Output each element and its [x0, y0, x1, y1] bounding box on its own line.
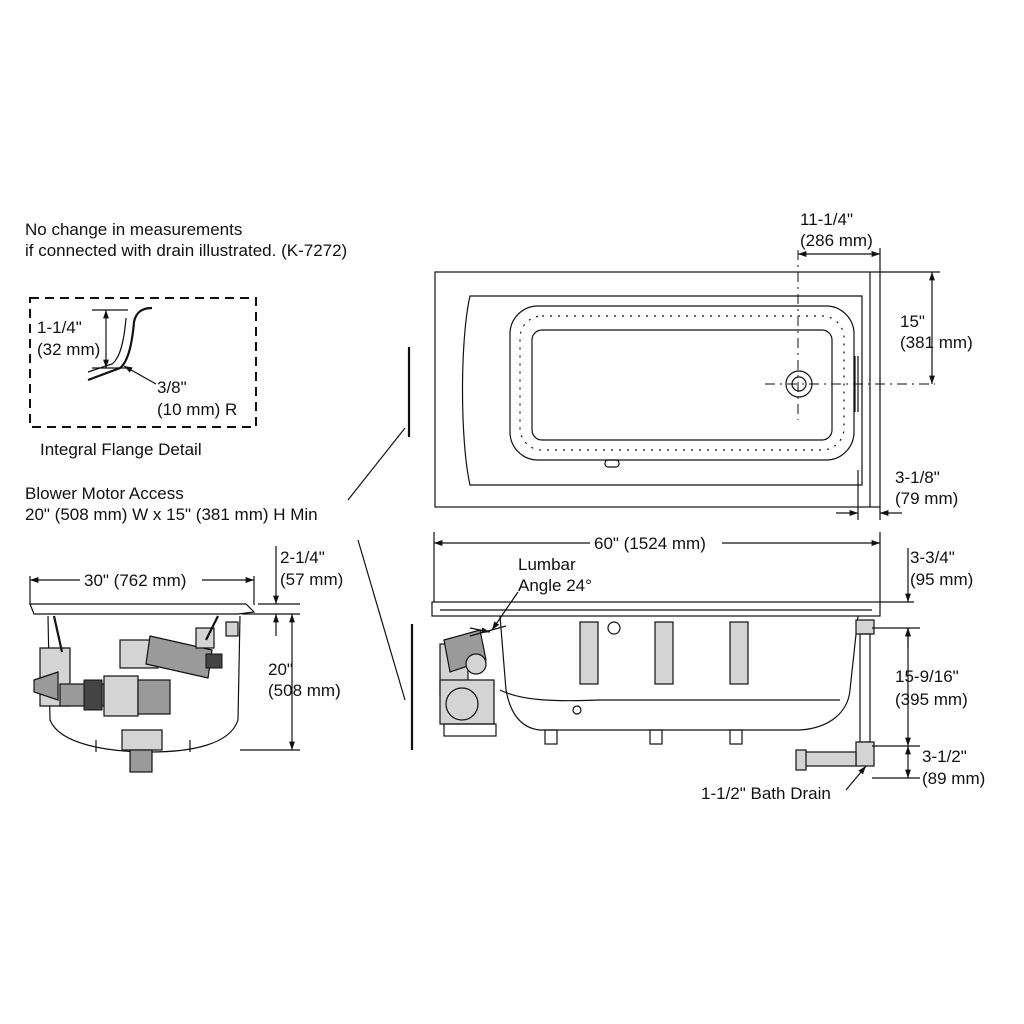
access-leader-upper — [347, 427, 406, 501]
plan-view-drawing — [407, 248, 940, 520]
deck-width-mm: (79 mm) — [895, 489, 959, 508]
side-view-drawing — [410, 532, 920, 791]
blower-access-line1: Blower Motor Access — [25, 484, 184, 503]
side-rim-in: 3-3/4" — [910, 548, 955, 567]
drain-from-end-in: 15" — [900, 312, 925, 331]
side-rim-mm: (95 mm) — [910, 570, 974, 589]
lumbar-line2: Angle 24° — [518, 576, 592, 595]
rim-depth-in: 2-1/4" — [280, 548, 325, 567]
drain-height-in: 3-1/2" — [922, 747, 967, 766]
flange-radius-in: 3/8" — [157, 378, 187, 397]
height-in: 20" — [268, 660, 293, 679]
flange-detail-drawing — [29, 297, 257, 428]
overflow-in: 15-9/16" — [895, 667, 959, 686]
flange-height-in: 1-1/4" — [37, 318, 82, 337]
access-leader-lower — [357, 539, 406, 701]
flange-radius-mm: (10 mm) R — [157, 400, 238, 419]
blower-access-line2: 20" (508 mm) W x 15" (381 mm) H Min — [25, 505, 318, 524]
drain-from-end-mm: (381 mm) — [900, 333, 973, 352]
drain-height-mm: (89 mm) — [922, 769, 986, 788]
rim-depth-mm: (57 mm) — [280, 570, 344, 589]
bath-drain-label: 1-1/2" Bath Drain — [701, 784, 831, 803]
flange-height-mm: (32 mm) — [37, 340, 101, 359]
lumbar-line1: Lumbar — [518, 555, 576, 574]
length-label: 60" (1524 mm) — [594, 534, 706, 553]
end-view-drawing — [29, 546, 300, 773]
overflow-mm: (395 mm) — [895, 690, 968, 709]
drain-offset-in: 11-1/4" — [800, 210, 853, 229]
drain-note-line1: No change in measurements — [25, 220, 243, 239]
height-mm: (508 mm) — [268, 681, 341, 700]
flange-detail-title: Integral Flange Detail — [40, 440, 202, 459]
deck-width-in: 3-1/8" — [895, 468, 940, 487]
drain-note-line2: if connected with drain illustrated. (K-… — [25, 241, 348, 260]
drain-offset-mm: (286 mm) — [800, 231, 873, 250]
end-width-label: 30" (762 mm) — [84, 571, 187, 590]
